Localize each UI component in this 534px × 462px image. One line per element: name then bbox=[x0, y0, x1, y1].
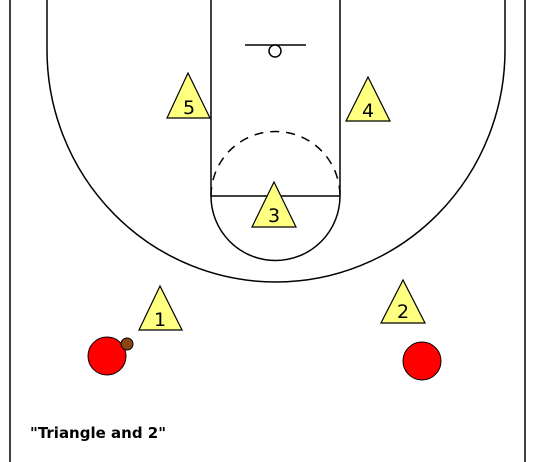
defender-label: 5 bbox=[183, 97, 195, 119]
three-point-line bbox=[46, 0, 506, 283]
defender-label: 3 bbox=[268, 205, 280, 227]
defender-triangle bbox=[380, 278, 426, 324]
free-throw-circle-dashed bbox=[210, 130, 341, 197]
offensive-player-with-ball bbox=[87, 336, 134, 376]
defender-label: 1 bbox=[154, 309, 166, 331]
offensive-player bbox=[402, 341, 442, 381]
defender-2: 2 bbox=[380, 278, 426, 324]
basketball-icon bbox=[120, 337, 134, 351]
defender-5: 5 bbox=[166, 71, 211, 119]
defender-triangle bbox=[138, 284, 183, 331]
offensive-player-right bbox=[402, 341, 442, 381]
defender-label: 2 bbox=[397, 301, 409, 323]
diagram-caption: "Triangle and 2" bbox=[30, 424, 167, 442]
free-throw-lane bbox=[210, 0, 341, 197]
defender-triangle bbox=[166, 71, 211, 119]
free-throw-circle-solid bbox=[210, 195, 341, 262]
defender-triangle bbox=[251, 180, 297, 228]
defender-1: 1 bbox=[138, 284, 183, 331]
defender-label: 4 bbox=[362, 100, 374, 122]
defender-3: 3 bbox=[251, 180, 297, 228]
defender-4: 4 bbox=[345, 75, 391, 122]
defender-triangle bbox=[345, 75, 391, 122]
rim bbox=[268, 44, 282, 58]
offensive-player bbox=[87, 336, 127, 376]
court-border bbox=[9, 0, 526, 462]
